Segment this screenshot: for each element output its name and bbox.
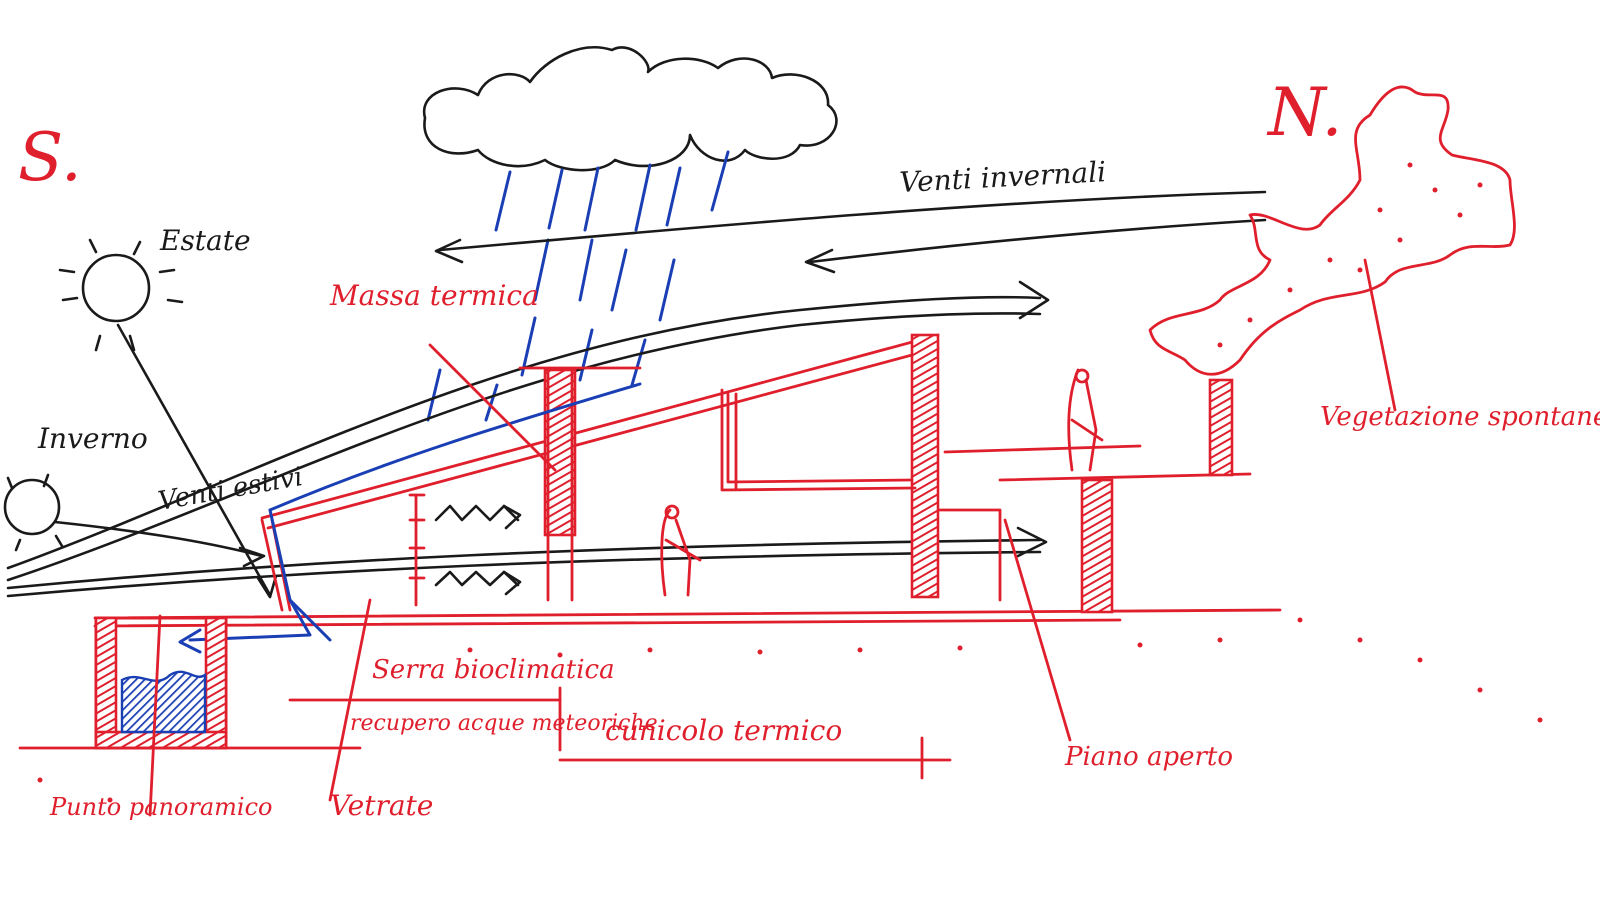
rainwater-label: recupero acque meteoriche bbox=[350, 711, 658, 736]
summer-winds-arrows bbox=[6, 280, 1050, 598]
winter-winds-label: Venti invernali bbox=[899, 155, 1107, 199]
person-icon bbox=[1067, 368, 1104, 472]
greenhouse-label: Serra bioclimatica bbox=[372, 655, 615, 685]
rainwater-gutter bbox=[178, 382, 642, 654]
winter-sun-icon bbox=[3, 473, 266, 568]
vegetation-label: Vegetazione spontanea bbox=[1320, 402, 1600, 432]
open-plan-label: Piano aperto bbox=[1064, 742, 1233, 772]
winter-sun-label: Inverno bbox=[37, 422, 148, 455]
thermal-mass-label: Massa termica bbox=[329, 279, 539, 312]
person-icon bbox=[660, 504, 702, 597]
summer-winds-label: Venti estivi bbox=[156, 462, 305, 517]
summer-sun-label: Estate bbox=[159, 224, 251, 257]
callout-lines bbox=[18, 258, 1397, 817]
building-section bbox=[37, 85, 1543, 803]
cloud-icon bbox=[422, 46, 838, 172]
summer-sun-icon bbox=[58, 238, 278, 599]
south-label: S. bbox=[18, 119, 82, 196]
thermal-tunnel-label: cunicolo termico bbox=[605, 714, 842, 747]
panoramic-point-label: Punto panoramico bbox=[49, 793, 272, 821]
rain-drops bbox=[426, 150, 730, 422]
glazing-label: Vetrate bbox=[330, 789, 433, 822]
ventilation-arrows bbox=[434, 504, 522, 596]
north-label: N. bbox=[1266, 74, 1343, 151]
winter-winds-arrows bbox=[434, 190, 1267, 274]
rainwater-cistern bbox=[94, 616, 228, 750]
